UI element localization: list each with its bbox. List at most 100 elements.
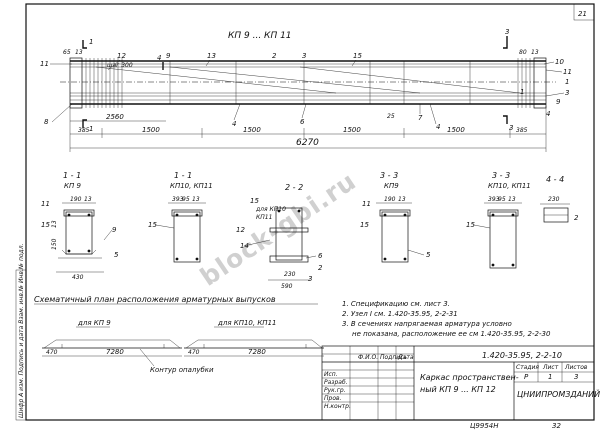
tb-role: Исп.	[324, 371, 338, 378]
tb-small-header: Ф.И.О.	[358, 354, 378, 361]
sheet-number: 21	[578, 10, 587, 18]
callout: 9	[556, 98, 561, 106]
dim: 1500	[243, 126, 261, 134]
contour-label: Контур опалубки	[150, 366, 214, 374]
section-dim: 190	[70, 196, 82, 203]
callout: 7	[418, 114, 423, 122]
scheme-right-dim: 470	[188, 349, 200, 356]
section-callout: 5	[426, 251, 431, 259]
section-mark-1-bottom: 1	[89, 125, 93, 133]
callout: 11	[40, 60, 49, 68]
dim: 1500	[447, 126, 465, 134]
section-dim: 230	[548, 196, 560, 203]
section-bottom-dim: 430	[72, 274, 84, 281]
tb-small-header: Дата	[397, 354, 414, 361]
section-callout: 15	[148, 221, 157, 229]
callout: 4	[546, 110, 550, 118]
section-callout: 15	[250, 197, 259, 205]
section-4-4: 4 - 4 230 2	[540, 175, 579, 223]
tb-col-header: Лист	[542, 364, 559, 371]
callout: 10	[555, 58, 564, 66]
section-callout: 15	[360, 221, 369, 229]
stirrups-left	[85, 58, 123, 108]
section-sub: КП9	[384, 182, 399, 190]
section-sub: КП10, КП11	[488, 182, 531, 190]
section-dim: 95	[498, 196, 506, 203]
section-callout: 11	[362, 200, 371, 208]
section-1-1-kp10: 1 - 1 КП10, КП11 393 95 13 15	[148, 171, 213, 263]
section-1-1-kp9: 1 - 1 КП 9 190 13 11 9 5 15 150 13 430	[41, 171, 119, 281]
sheet-frame	[25, 3, 595, 421]
tb-col-value: 3	[574, 373, 578, 381]
elevation-title: КП 9 ... КП 11	[228, 31, 292, 41]
dim-top: 13	[531, 49, 539, 56]
frame-side-text: Шифр А изм. Подпись и дата Взам. инв.№ И…	[18, 243, 25, 418]
end-frame-right	[533, 57, 547, 109]
section-callout: 11	[41, 200, 50, 208]
scheme-left-dim: 7280	[106, 348, 124, 356]
elevation-callouts: 11 12 шаг 300 9 13 2 3 15 10 11 1 3 9 8 …	[40, 52, 572, 131]
end-frame-left	[69, 57, 83, 109]
note-3: 3. В сечениях напрягаемая арматура услов…	[342, 320, 512, 328]
section-mark-3-bottom: 3	[509, 124, 513, 132]
section-dim: 13	[508, 196, 516, 203]
dim-total: 6270	[296, 138, 319, 148]
callout: 9	[166, 52, 171, 60]
section-callout: 15	[41, 221, 50, 229]
tb-col-value: 1	[548, 373, 552, 381]
dim-top: 65	[63, 49, 71, 56]
section-bottom-dim: 230	[284, 271, 296, 278]
outlets-scheme: Схематичный план расположения арматурных…	[34, 295, 324, 374]
tb-name-line1: Каркас пространствен-	[420, 373, 519, 382]
tb-small-header: Подпись	[380, 354, 407, 361]
tb-role: Разраб.	[324, 379, 348, 386]
section-dim: 95	[182, 196, 190, 203]
note-1: 1. Спецификацию см. лист 3.	[342, 300, 450, 308]
section-3-3-kp10: 3 - 3 КП10, КП11 393 95 13 15	[466, 171, 531, 269]
section-mark-4-top: 4	[157, 54, 161, 62]
callout: 4	[436, 123, 440, 131]
section-mark: 2 - 2	[285, 183, 303, 192]
section-callout: 5	[114, 251, 119, 259]
tb-col-value: Р	[524, 373, 529, 381]
section-dim: 13	[84, 196, 92, 203]
step-label: шаг 300	[107, 62, 133, 69]
callout: 11	[563, 68, 572, 76]
section-mark: 1 - 1	[174, 171, 192, 180]
section-dim: 393	[172, 196, 184, 203]
stirrups-right	[517, 58, 531, 108]
section-callout: 3	[308, 275, 312, 283]
callout: 13	[207, 52, 216, 60]
section-bottom-dim: 590	[281, 283, 293, 290]
section-sub: КП 9	[64, 182, 81, 190]
sheet-number-box	[573, 3, 595, 21]
dim-small: 25	[387, 113, 395, 120]
section-dim: 190	[384, 196, 396, 203]
section-views: 1 - 1 КП 9 190 13 11 9 5 15 150 13 430 1…	[41, 171, 579, 290]
tb-col-header: Листов	[564, 364, 588, 371]
section-mark: 1 - 1	[63, 171, 81, 180]
section-dim: 13	[192, 196, 200, 203]
section-extra: для КП10	[255, 206, 286, 213]
section-callout: 2	[318, 264, 323, 272]
section-sub: КП10, КП11	[170, 182, 213, 190]
section-mark-1-top: 1	[89, 38, 93, 46]
section-mark: 3 - 3	[380, 171, 398, 180]
dim-2560: 2560	[106, 113, 124, 121]
title-block: Ф.И.О. Подпись Дата Исп. Разраб. Рук.гр.…	[321, 345, 600, 430]
tb-name-line2: ный КП 9 ... КП 12	[420, 385, 496, 394]
section-callout: 12	[236, 226, 245, 234]
section-2-2: 2 - 2 для КП10 КП11 15 12 14 6 2 3 230 5…	[236, 183, 323, 290]
section-callout: 15	[466, 221, 475, 229]
notes: 1. Спецификацию см. лист 3. 2. Узел I см…	[342, 300, 551, 338]
callout: 1	[520, 88, 524, 96]
note-2: 2. Узел I см. 1.420-35.95, 2-2-31	[342, 310, 458, 318]
elevation-view: КП 9 ... КП 11 1 1 4 3 3	[40, 28, 572, 152]
note-3-cont: не показана, расположение ее см 1.420-35…	[352, 330, 551, 338]
dim: 385	[516, 127, 528, 134]
tb-role: Рук.гр.	[324, 387, 346, 394]
dim-top: 80	[519, 49, 527, 56]
scheme-title: Схематичный план расположения арматурных…	[34, 295, 276, 304]
tb-doc-code: 1.420-35.95, 2-2-10	[482, 351, 562, 360]
